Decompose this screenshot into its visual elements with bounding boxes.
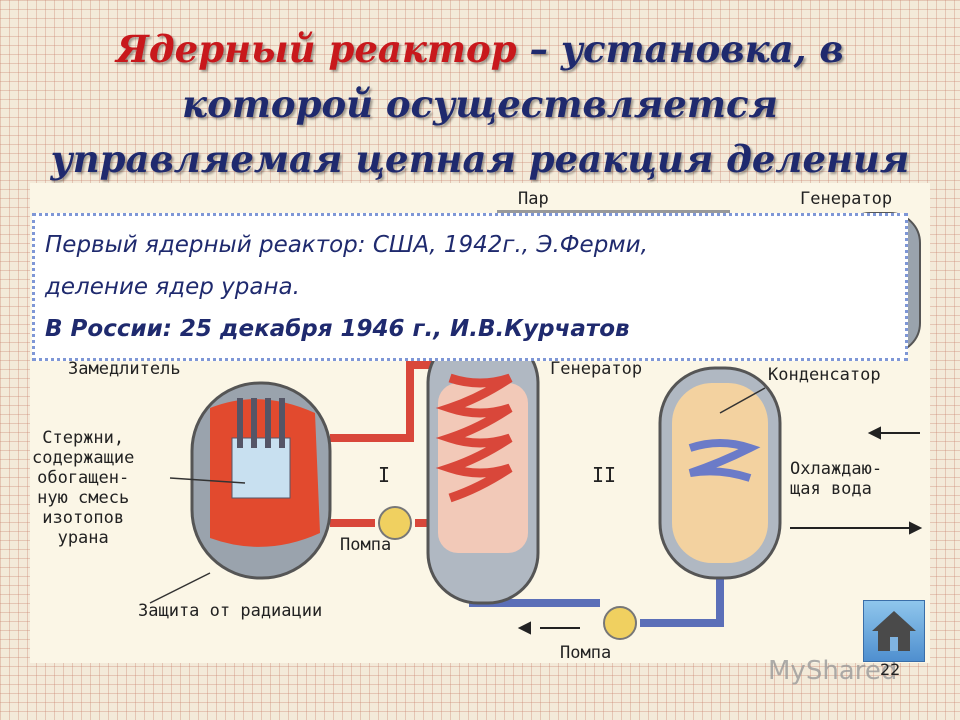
label-steam: Пар — [518, 189, 549, 209]
info-line-usa: Первый ядерный реактор: США, 1942г., Э.Ф… — [45, 232, 648, 258]
primary-pipe-hot — [330, 361, 432, 442]
home-button[interactable] — [863, 600, 925, 662]
label-pump-1: Помпа — [340, 535, 392, 555]
label-cooling-water: Охлаждаю- щая вода — [790, 459, 883, 499]
page-number: 22 — [880, 660, 901, 679]
leader-lines — [149, 387, 766, 604]
steam-generator-water — [438, 383, 528, 553]
pump-1-icon — [378, 506, 412, 540]
control-rods — [237, 398, 285, 448]
label-steam-generator: Генератор — [550, 359, 643, 379]
cooling-arrows — [517, 426, 923, 635]
info-line-uranium: деление ядер урана. — [45, 274, 300, 300]
label-condenser: Конденсатор — [768, 365, 881, 385]
label-circuit-1: I — [378, 463, 391, 487]
info-line-russia: В России: 25 декабря 1946 г., И.В.Курчат… — [45, 316, 630, 342]
label-circuit-2: II — [592, 463, 617, 487]
title-term: Ядерный реактор — [116, 27, 517, 71]
pump-2-icon — [603, 606, 637, 640]
label-moderator: Замедлитель — [68, 359, 181, 379]
reactor-schematic — [149, 210, 923, 640]
condenser-coil — [688, 439, 761, 482]
heat-exchanger-coil — [435, 373, 513, 503]
label-radiation-shield: Защита от радиации — [138, 601, 323, 621]
label-fuel-rods: Стержни, содержащие обогащен- ную смесь … — [32, 428, 135, 548]
label-generator-top: Генератор — [800, 189, 893, 209]
label-pump-2: Помпа — [560, 643, 612, 663]
info-box: Первый ядерный реактор: США, 1942г., Э.Ф… — [32, 213, 908, 361]
home-icon — [872, 611, 916, 651]
